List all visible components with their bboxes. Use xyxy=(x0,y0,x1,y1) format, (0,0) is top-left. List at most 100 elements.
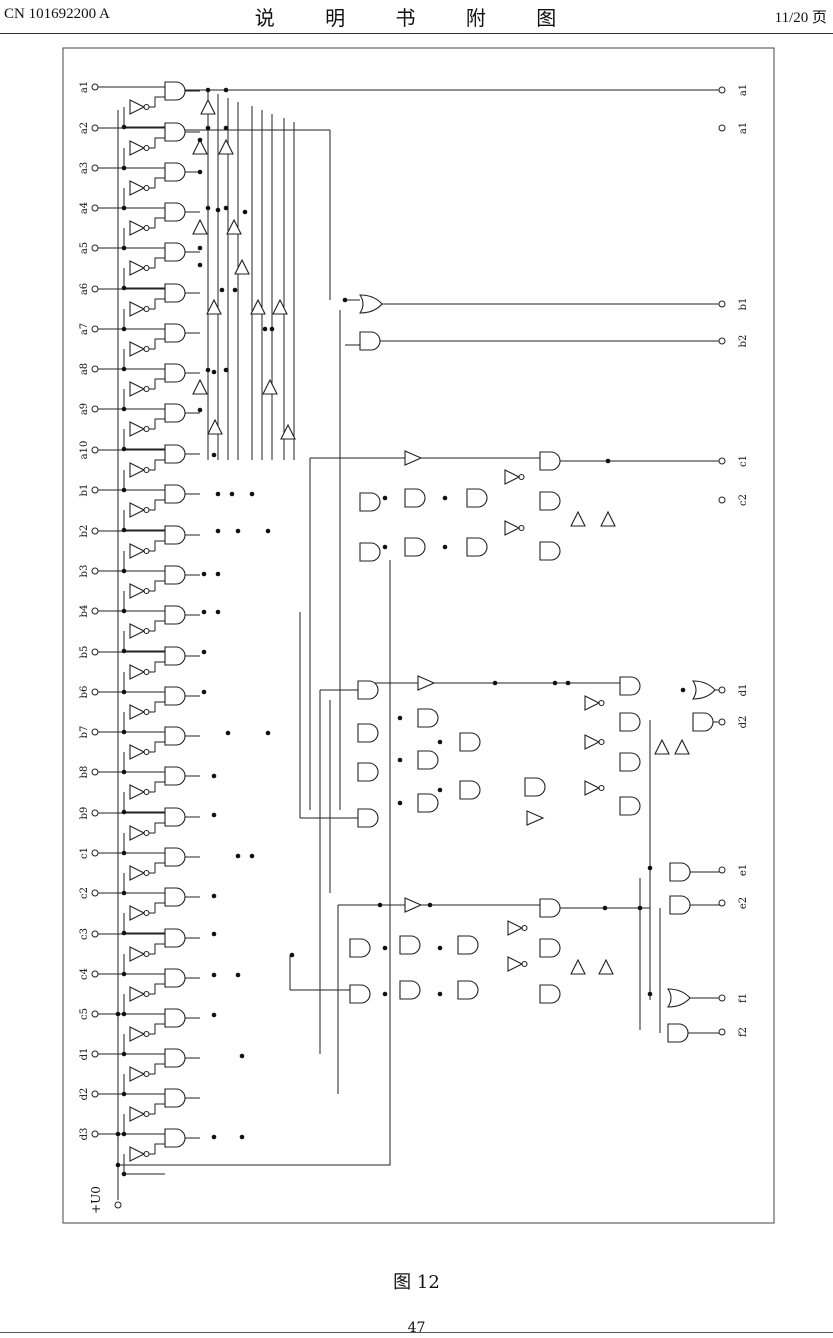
and-gate xyxy=(165,566,185,584)
inverter xyxy=(505,521,519,535)
and-gate xyxy=(165,123,185,141)
diagram-frame xyxy=(63,48,774,1223)
and-gate xyxy=(670,896,690,914)
inverter xyxy=(130,100,144,114)
power-terminal-label: +U0 xyxy=(89,1186,103,1214)
and-gate xyxy=(358,809,378,827)
terminal-circle xyxy=(92,366,98,372)
wire xyxy=(155,903,165,913)
terminal-circle xyxy=(92,125,98,131)
junction-dot xyxy=(648,866,653,871)
and-gate xyxy=(165,1049,185,1067)
and-gate xyxy=(540,542,560,560)
output-terminal-c2: c2 xyxy=(738,494,749,506)
inverter-bubble xyxy=(144,427,149,432)
junction-dot xyxy=(122,1012,127,1017)
frame-border xyxy=(63,48,774,1223)
and-gate xyxy=(467,489,487,507)
terminal-circle xyxy=(92,326,98,332)
terminal-circle xyxy=(719,458,725,464)
buffer xyxy=(193,220,207,234)
and-gate xyxy=(165,929,185,947)
wire xyxy=(155,1024,165,1034)
junction-dot xyxy=(216,572,221,577)
wire xyxy=(155,782,165,792)
junction-dot xyxy=(266,731,271,736)
and-gate xyxy=(165,687,185,705)
and-gate xyxy=(460,733,480,751)
terminal-circle xyxy=(92,810,98,816)
junction-dot xyxy=(250,492,255,497)
terminal-circle xyxy=(719,719,725,725)
junction-dot xyxy=(122,770,127,775)
junction-dot xyxy=(212,774,217,779)
and-gate xyxy=(460,781,480,799)
input-terminal-b2: b2 xyxy=(79,525,90,538)
junction-dot xyxy=(116,1163,121,1168)
junction-dot xyxy=(243,210,248,215)
and-gate xyxy=(165,848,185,866)
junction-dot xyxy=(438,788,443,793)
terminal-circle xyxy=(115,1202,121,1208)
junction-dot xyxy=(122,851,127,856)
inverter-bubble xyxy=(144,347,149,352)
terminal-circle xyxy=(719,867,725,873)
terminal-circle xyxy=(92,689,98,695)
junction-dot xyxy=(648,992,653,997)
terminal-circle xyxy=(92,245,98,251)
and-gate xyxy=(620,677,640,695)
and-gate xyxy=(620,753,640,771)
inverter-bubble xyxy=(519,475,524,480)
and-gate xyxy=(165,243,185,261)
junction-dot xyxy=(383,992,388,997)
terminal-circle xyxy=(719,687,725,693)
junction-dot xyxy=(553,681,558,686)
and-gate xyxy=(405,489,425,507)
junction-dot xyxy=(122,367,127,372)
and-gate xyxy=(620,713,640,731)
junction-dot xyxy=(270,327,275,332)
buffer xyxy=(235,260,249,274)
or-gate xyxy=(693,681,715,699)
terminal-circle xyxy=(92,1091,98,1097)
junction-dot xyxy=(122,649,127,654)
junction-dot xyxy=(122,810,127,815)
buffer xyxy=(418,676,434,690)
junction-dot xyxy=(122,447,127,452)
junction-dot xyxy=(236,854,241,859)
input-terminal-c2: c2 xyxy=(79,887,90,899)
terminal-circle xyxy=(92,729,98,735)
terminal-circle xyxy=(719,125,725,131)
and-gate xyxy=(165,526,185,544)
and-gate xyxy=(540,452,560,470)
and-gate xyxy=(165,1009,185,1027)
and-gate xyxy=(670,863,690,881)
inverter xyxy=(130,705,144,719)
junction-dot xyxy=(438,740,443,745)
junction-dot xyxy=(240,1054,245,1059)
junction-dot xyxy=(224,88,229,93)
junction-dot xyxy=(216,529,221,534)
junction-dot xyxy=(212,932,217,937)
wire xyxy=(155,621,165,631)
junction-dot xyxy=(493,681,498,686)
inverter-bubble xyxy=(144,1112,149,1117)
output-terminal-f1: f1 xyxy=(738,993,749,1003)
junction-dot xyxy=(122,206,127,211)
inverter xyxy=(130,181,144,195)
inverter-bubble xyxy=(519,526,524,531)
junction-dot xyxy=(233,288,238,293)
terminal-circle xyxy=(92,769,98,775)
inverter-bubble xyxy=(144,1152,149,1157)
and-gate xyxy=(358,763,378,781)
and-gate xyxy=(360,332,380,350)
junction-dot xyxy=(122,730,127,735)
junction-dot xyxy=(212,453,217,458)
wire xyxy=(155,379,165,389)
junction-dot xyxy=(438,946,443,951)
junction-dot xyxy=(398,801,403,806)
wire xyxy=(155,178,165,188)
junction-dot xyxy=(206,368,211,373)
buffer xyxy=(571,512,585,526)
junction-dot xyxy=(212,1135,217,1140)
